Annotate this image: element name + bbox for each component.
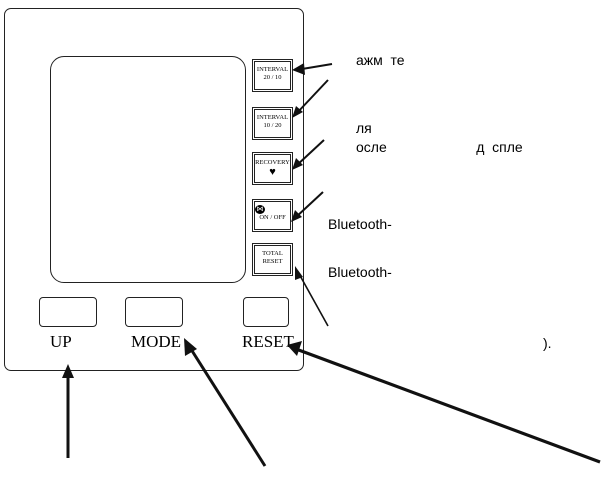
bluetooth-on-off-button[interactable]: ⋈ ON / OFF xyxy=(252,199,293,232)
arrowhead xyxy=(292,63,305,75)
total-reset-button[interactable]: TOTAL RESET xyxy=(252,243,293,276)
button-sublabel: RESET xyxy=(262,258,283,265)
display-screen xyxy=(50,56,246,283)
mode-label: MODE xyxy=(131,332,182,351)
caption-interval-10-20: ля xyxy=(356,120,372,136)
mode-button[interactable] xyxy=(125,297,183,327)
arrowhead xyxy=(295,266,303,280)
button-label: TOTAL xyxy=(262,250,283,257)
caption-reset: ). xyxy=(543,335,552,351)
arrow-interval-10-20 xyxy=(295,79,329,115)
arrow-reset xyxy=(295,347,601,464)
arrowhead xyxy=(287,341,302,356)
arrowhead xyxy=(291,210,302,222)
arrowhead xyxy=(292,106,303,118)
arrow-total-reset xyxy=(297,271,329,327)
arrow-bluetooth xyxy=(294,191,324,219)
up-label: UP xyxy=(50,332,72,351)
caption-interval-20-10: ажм те xyxy=(356,52,405,68)
up-button[interactable] xyxy=(39,297,97,327)
caption-bluetooth: Bluetooth- xyxy=(328,216,392,232)
reset-label: RESET xyxy=(242,332,294,351)
button-label: INTERVAL xyxy=(256,66,289,73)
button-sublabel: 10 / 20 xyxy=(263,122,282,129)
reset-button[interactable] xyxy=(243,297,289,327)
arrowhead xyxy=(184,338,197,356)
bluetooth-icon: ⋈ xyxy=(255,205,265,214)
device-outline: INTERVAL 20 / 10 INTERVAL 10 / 20 RECOVE… xyxy=(4,8,304,371)
arrowhead xyxy=(292,158,303,170)
button-sublabel: 20 / 10 xyxy=(263,74,282,81)
button-label: INTERVAL xyxy=(256,114,289,121)
button-sublabel: ON / OFF xyxy=(259,214,286,221)
caption-total-reset: Bluetooth- xyxy=(328,264,392,280)
interval-20-10-button[interactable]: INTERVAL 20 / 10 xyxy=(252,59,293,92)
interval-10-20-button[interactable]: INTERVAL 10 / 20 xyxy=(252,107,293,140)
recovery-button[interactable]: RECOVERY ♥ xyxy=(252,152,293,185)
arrow-recovery xyxy=(295,139,325,167)
arrowhead xyxy=(62,364,74,378)
caption-recovery: осле д спле xyxy=(356,139,523,155)
arrow-mode xyxy=(187,345,267,467)
button-label: RECOVERY xyxy=(255,159,290,166)
heart-icon: ♥ xyxy=(269,166,276,178)
